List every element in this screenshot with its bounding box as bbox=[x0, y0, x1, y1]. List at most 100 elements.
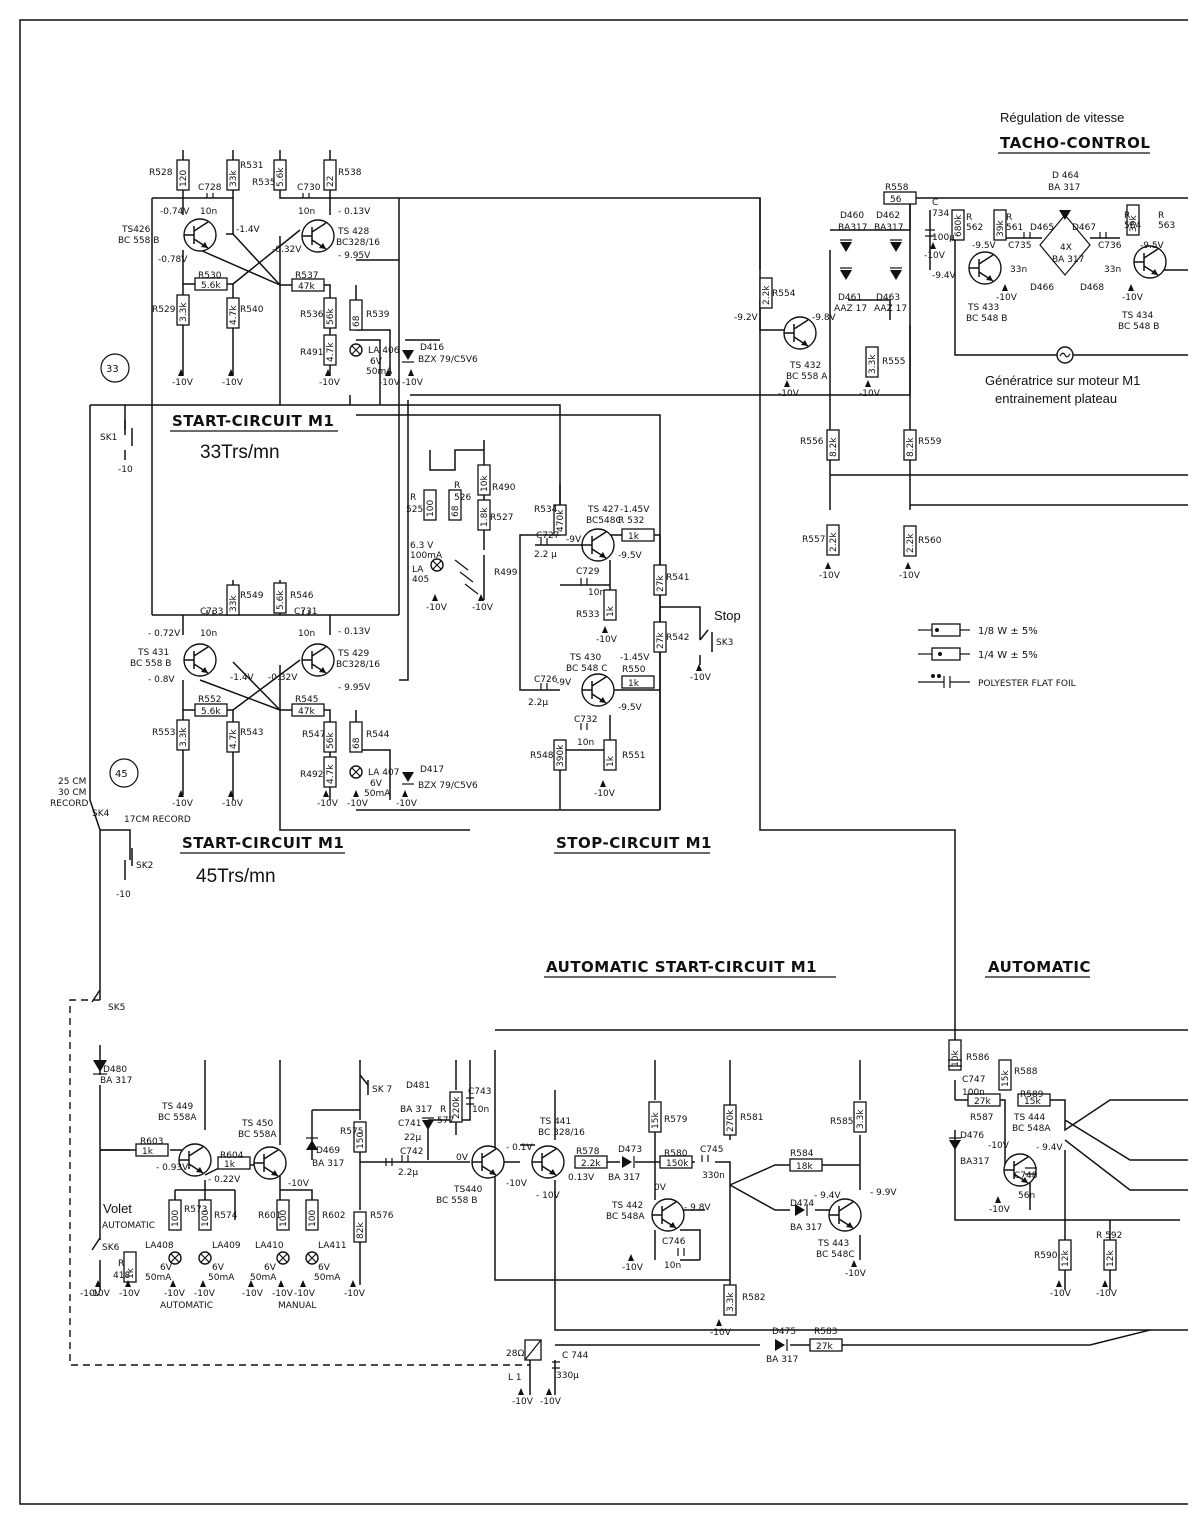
svg-text:-10V: -10V bbox=[402, 378, 424, 388]
supply-minus10v: -10V bbox=[119, 1280, 141, 1299]
svg-text:C730: C730 bbox=[297, 183, 321, 193]
svg-text:R: R bbox=[1124, 211, 1130, 221]
transistor-ts434 bbox=[1133, 245, 1167, 279]
resistor-value: 3.3k bbox=[179, 727, 189, 747]
ldr-arrows bbox=[454, 559, 479, 595]
svg-text:-10V: -10V bbox=[512, 1397, 534, 1407]
resistor-r527: 1.8k bbox=[477, 499, 491, 531]
svg-text:-10V: -10V bbox=[845, 1269, 867, 1279]
resistor-value: 33k bbox=[229, 170, 239, 187]
svg-text:R574: R574 bbox=[214, 1211, 238, 1221]
svg-text:-10V: -10V bbox=[506, 1179, 528, 1189]
svg-text:R590: R590 bbox=[1034, 1251, 1058, 1261]
svg-text:BA 317: BA 317 bbox=[400, 1105, 432, 1115]
lamps bbox=[168, 343, 1074, 1361]
resistor-value: 100 bbox=[201, 1210, 211, 1227]
svg-text:R579: R579 bbox=[664, 1115, 688, 1125]
switches: SK1 -10 SK2 -10 SK3 SK4 25 CM 30 CM RECO… bbox=[50, 420, 733, 1299]
supply-minus10v: -10V bbox=[294, 1280, 316, 1299]
resistor-value: 120 bbox=[179, 170, 189, 187]
resistor-r574: 100 bbox=[198, 1199, 212, 1231]
svg-text:33: 33 bbox=[106, 364, 119, 375]
svg-text:-9.5V: -9.5V bbox=[618, 703, 643, 713]
supply-minus10v: -10V bbox=[402, 369, 424, 388]
svg-text:R: R bbox=[440, 1105, 446, 1115]
svg-text:BA 317: BA 317 bbox=[1048, 183, 1080, 193]
resistor-r544: 68 bbox=[349, 721, 363, 753]
svg-text:-9.5V: -9.5V bbox=[618, 551, 643, 561]
supply-minus10v: -10V bbox=[472, 594, 494, 613]
svg-text:TS 434: TS 434 bbox=[1121, 311, 1154, 321]
resistor-r575: 150 bbox=[353, 1121, 367, 1153]
svg-text:50mA: 50mA bbox=[364, 789, 391, 799]
svg-text:- 0.93V: - 0.93V bbox=[156, 1163, 189, 1173]
svg-text:TS 444: TS 444 bbox=[1013, 1113, 1046, 1123]
resistor-r543: 4.7k bbox=[226, 721, 240, 753]
resistor-r582: 3.3k bbox=[723, 1284, 737, 1316]
svg-text:BA 317: BA 317 bbox=[790, 1223, 822, 1233]
legend-item-2: 1/4 W ± 5% bbox=[978, 650, 1038, 661]
supply-minus10v: -10V bbox=[347, 790, 369, 809]
svg-text:LA411: LA411 bbox=[318, 1241, 347, 1251]
svg-text:-9.5V: -9.5V bbox=[1140, 241, 1165, 251]
svg-text:C746: C746 bbox=[662, 1237, 686, 1247]
resistor-r592: 12k bbox=[1103, 1239, 1117, 1271]
svg-text:C728: C728 bbox=[198, 183, 222, 193]
resistor-r584: 18k bbox=[789, 1158, 823, 1172]
svg-text:10n: 10n bbox=[200, 629, 217, 639]
svg-text:17CM RECORD: 17CM RECORD bbox=[124, 815, 191, 825]
resistor-value: 56k bbox=[326, 308, 336, 325]
svg-text:R541: R541 bbox=[666, 573, 689, 583]
supply-minus10v: -10V bbox=[194, 1280, 216, 1299]
supply-minus10v: -10V bbox=[164, 1280, 186, 1299]
resistor-value: 8.2k bbox=[906, 437, 916, 457]
supply-minus10v: -10V bbox=[845, 1260, 867, 1279]
sk2-label: SK2 bbox=[136, 861, 153, 871]
svg-text:R527: R527 bbox=[490, 513, 513, 523]
resistor-r535: 5.6k bbox=[273, 159, 287, 191]
resistor-r602: 100 bbox=[305, 1199, 319, 1231]
svg-text:- 0.22V: - 0.22V bbox=[208, 1175, 241, 1185]
resistor-value: 1k bbox=[606, 755, 616, 767]
svg-text:- 0.13V: - 0.13V bbox=[338, 627, 371, 637]
lamp-la410 bbox=[276, 1251, 290, 1265]
resistor-value: 3.3k bbox=[726, 1292, 736, 1312]
svg-text:R586: R586 bbox=[966, 1053, 990, 1063]
svg-text:R 532: R 532 bbox=[618, 516, 644, 526]
svg-text:D468: D468 bbox=[1080, 283, 1104, 293]
svg-text:TS 428: TS 428 bbox=[337, 227, 370, 237]
svg-text:0V: 0V bbox=[654, 1183, 667, 1193]
resistor-r590: 12k bbox=[1058, 1239, 1072, 1271]
supply-minus10v: -10V bbox=[272, 1280, 294, 1299]
sk1-label: SK1 bbox=[100, 433, 117, 443]
svg-text:525: 525 bbox=[406, 505, 423, 515]
resistor-value: 4.7k bbox=[229, 305, 239, 325]
resistor-value: 680k bbox=[954, 214, 964, 237]
resistor-value: 33k bbox=[229, 595, 239, 612]
resistor-value: 3.3k bbox=[179, 302, 189, 322]
svg-text:TS 450: TS 450 bbox=[241, 1119, 274, 1129]
svg-text:D480: D480 bbox=[103, 1065, 127, 1075]
svg-text:-10V: -10V bbox=[319, 378, 341, 388]
svg-text:D466: D466 bbox=[1030, 283, 1054, 293]
svg-text:AAZ 17: AAZ 17 bbox=[874, 304, 907, 314]
speed-33-circle bbox=[100, 353, 130, 383]
svg-text:R580: R580 bbox=[664, 1149, 688, 1159]
svg-text:6V: 6V bbox=[264, 1263, 277, 1273]
resistor-r539: 68 bbox=[349, 299, 363, 331]
svg-text:-9.2V: -9.2V bbox=[734, 313, 759, 323]
svg-text:6V: 6V bbox=[212, 1263, 225, 1273]
resistor-value: 1k bbox=[628, 532, 640, 542]
svg-text:-10V: -10V bbox=[80, 1289, 102, 1299]
svg-text:56n: 56n bbox=[1018, 1191, 1035, 1201]
svg-text:734: 734 bbox=[932, 209, 949, 219]
svg-text:10n: 10n bbox=[200, 207, 217, 217]
capacitors bbox=[206, 193, 1107, 1369]
transistor-ts428 bbox=[301, 219, 335, 253]
resistor-value: 27k bbox=[656, 632, 666, 649]
svg-text:25 CM: 25 CM bbox=[58, 777, 86, 787]
svg-text:-10V: -10V bbox=[819, 571, 841, 581]
svg-text:R584: R584 bbox=[790, 1149, 814, 1159]
resistor-r555: 3.3k bbox=[865, 346, 879, 378]
